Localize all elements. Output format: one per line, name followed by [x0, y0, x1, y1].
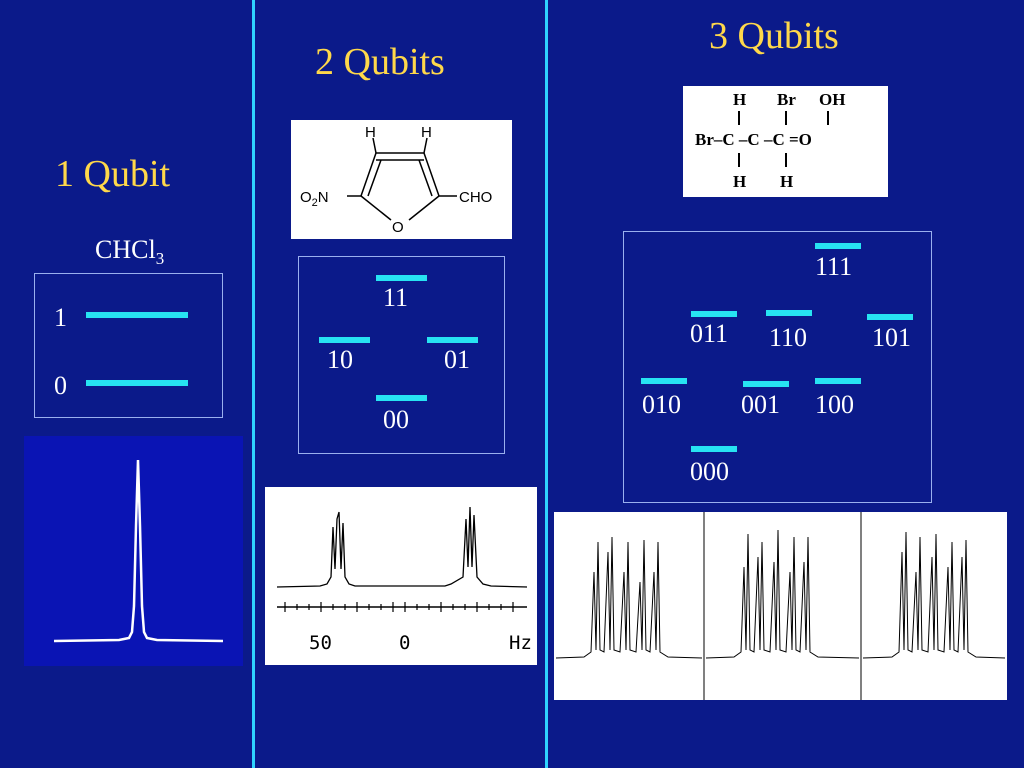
three-qubit-level-box [623, 231, 932, 503]
energy-level-0 [86, 380, 188, 386]
three-qubit-spectrum [554, 512, 1007, 700]
cho-text: CHO [459, 189, 492, 206]
two-qubit-spectrum: 50 0 Hz [265, 487, 537, 665]
bottom-h1-text: H [733, 172, 746, 191]
state-110-label: 110 [769, 323, 808, 352]
energy-level-011 [691, 311, 737, 317]
multiplet-spectrum-svg [555, 512, 1006, 700]
one-qubit-level-box [34, 273, 223, 418]
state-001-label: 001 [741, 390, 780, 419]
one-qubit-title: 1 Qubit [55, 153, 171, 195]
single-peak-svg [53, 459, 224, 643]
energy-level-110 [766, 310, 812, 316]
backbone-text: Br–C –C –C =O [695, 130, 812, 149]
column-divider-right [545, 0, 548, 768]
energy-level-00 [376, 395, 427, 401]
state-000-label: 000 [690, 457, 729, 486]
state-00-label: 00 [383, 405, 409, 434]
state-111-label: 111 [815, 252, 853, 281]
state-1-label: 1 [54, 303, 67, 332]
energy-level-1 [86, 312, 188, 318]
two-qubit-level-box [298, 256, 505, 454]
top-h-text: H [733, 90, 746, 109]
energy-level-101 [867, 314, 913, 320]
energy-level-111 [815, 243, 861, 249]
state-01-label: 01 [444, 345, 470, 374]
tick-label-hz: Hz [509, 632, 532, 654]
two-qubit-title: 2 Qubits [315, 41, 445, 83]
nitrofurfural-molecule: H H O2N CHO O [291, 120, 512, 239]
state-011-label: 011 [690, 319, 729, 348]
three-qubit-title: 3 Qubits [709, 15, 839, 57]
o2n-text: O2N [300, 189, 329, 209]
state-101-label: 101 [872, 323, 911, 352]
furan-structure-svg: H H O2N CHO O [300, 124, 492, 236]
state-10-label: 10 [327, 345, 353, 374]
bottom-h2-text: H [780, 172, 793, 191]
energy-level-100 [815, 378, 861, 384]
tick-label-0: 0 [399, 632, 410, 654]
one-qubit-spectrum [24, 436, 243, 666]
energy-level-010 [641, 378, 687, 384]
state-11-label: 11 [383, 283, 409, 312]
chcl3-subscript: 3 [155, 249, 165, 269]
state-0-label: 0 [54, 371, 67, 400]
tick-label-50: 50 [309, 632, 332, 654]
top-oh-text: OH [819, 90, 845, 109]
h-right-text: H [421, 124, 432, 141]
dibromo-structure-svg: H Br OH Br–C –C –C =O H H [695, 90, 845, 191]
energy-level-11 [376, 275, 427, 281]
energy-level-01 [427, 337, 478, 343]
chcl3-main: CHCl [95, 235, 156, 264]
energy-level-10 [319, 337, 370, 343]
top-br-text: Br [777, 90, 796, 109]
dibromo-molecule: H Br OH Br–C –C –C =O H H [683, 86, 888, 197]
chcl3-label: CHCl3 [95, 235, 165, 269]
ring-o-text: O [392, 219, 404, 236]
column-divider-left [252, 0, 255, 768]
state-010-label: 010 [642, 390, 681, 419]
energy-level-001 [743, 381, 789, 387]
h-left-text: H [365, 124, 376, 141]
doublet-spectrum-svg: 50 0 Hz [276, 506, 532, 654]
energy-level-000 [691, 446, 737, 452]
state-100-label: 100 [815, 390, 854, 419]
